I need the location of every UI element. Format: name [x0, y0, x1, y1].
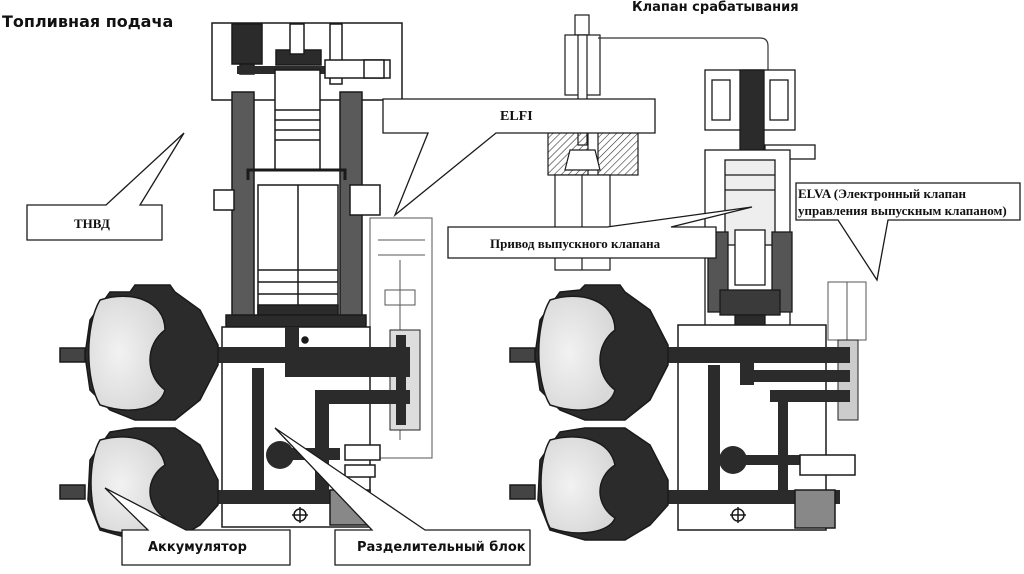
exhaust-actuator-assembly	[704, 69, 816, 356]
callout-accumulator	[104, 487, 291, 566]
label-trigger-valve: Клапан срабатывания	[632, 0, 799, 15]
diagram-title: Топливная подача	[2, 12, 174, 31]
callout-exhaust-valve-actuator	[447, 206, 753, 259]
label-elfi: ELFI	[500, 109, 533, 124]
right-distributor-block	[640, 324, 856, 531]
right-accumulators	[509, 284, 669, 541]
label-hp-fuel-pump: ТНВД	[74, 216, 110, 231]
label-distributor-block: Разделительный блок	[357, 540, 526, 555]
label-accumulator: Аккумулятор	[148, 540, 247, 555]
elfi-valve	[369, 217, 433, 459]
trigger-valve-assembly	[547, 14, 769, 271]
fuel-pump-assembly	[211, 22, 403, 328]
left-distributor-block	[150, 326, 410, 528]
label-exhaust-valve-actuator: Привод выпускного клапана	[490, 236, 661, 251]
left-accumulators	[59, 284, 219, 541]
callout-distributor-block	[274, 427, 531, 566]
callout-elfi	[382, 98, 656, 218]
callout-hp-fuel-pump	[26, 132, 185, 241]
label-elva-line2: управления выпускным клапаном)	[798, 203, 1007, 218]
label-elva-line1: ELVA (Электронный клапан	[798, 186, 967, 201]
callout-elva	[795, 182, 1021, 282]
